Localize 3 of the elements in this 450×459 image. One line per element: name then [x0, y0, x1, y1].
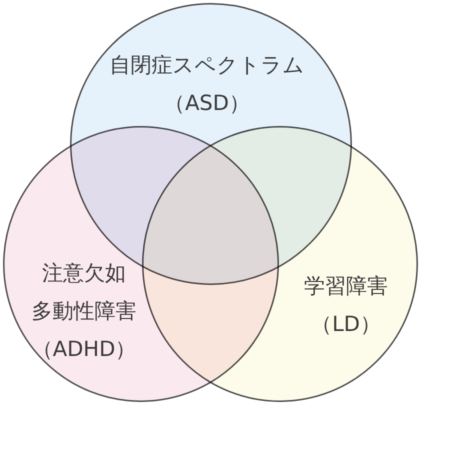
set-label: 注意欠如多動性障害（ADHD）	[32, 260, 136, 363]
set-label: 学習障害（LD）	[304, 273, 388, 338]
set-label: 自閉症スペクトラム（ASD）	[110, 52, 304, 117]
